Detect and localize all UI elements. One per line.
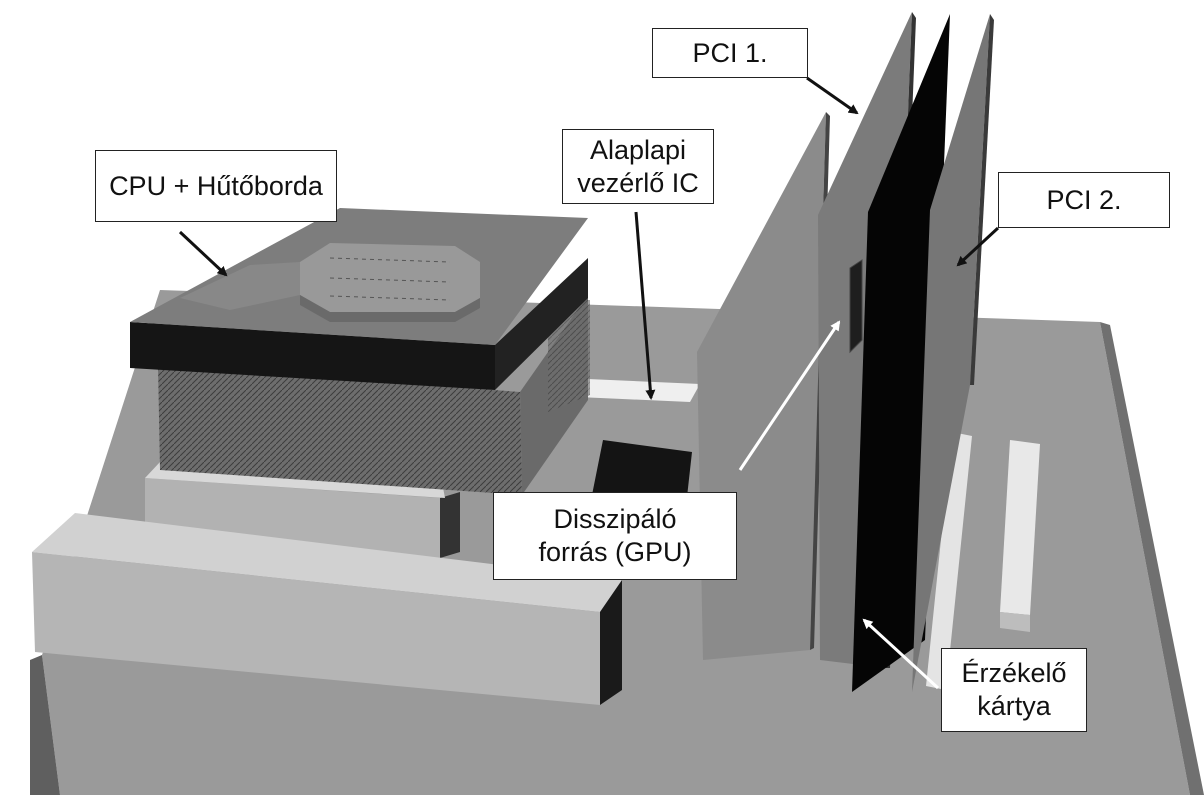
cpu-heatsink — [130, 208, 590, 495]
label-pci2-text: PCI 2. — [1046, 184, 1122, 215]
callout-arrows — [178, 76, 1000, 690]
label-pci1: PCI 1. — [652, 28, 808, 78]
pci-card-2 — [912, 14, 994, 692]
arrow-cpu — [178, 230, 228, 277]
label-cpu-heatsink: CPU + Hűtőborda — [95, 150, 337, 222]
label-controller-ic: Alaplapi vezérlő IC — [562, 129, 714, 204]
arrow-pci2 — [956, 226, 1000, 267]
label-pci2: PCI 2. — [998, 172, 1170, 228]
label-gpu-line2: forrás (GPU) — [538, 537, 692, 567]
label-gpu-line1: Disszipáló — [553, 504, 677, 534]
arrow-pci1 — [806, 76, 859, 115]
arrow-gpu — [738, 320, 841, 471]
label-ic-line1: Alaplapi — [589, 134, 687, 165]
label-ic-line2: vezérlő IC — [577, 167, 699, 198]
pci-slots-right — [926, 432, 1040, 690]
label-gpu-source: Disszipáló forrás (GPU) — [493, 492, 737, 580]
label-pci1-text: PCI 1. — [692, 37, 768, 68]
label-sensor-line2: kártya — [977, 691, 1051, 721]
power-connector-block — [32, 513, 622, 705]
arrow-sensor — [862, 618, 940, 690]
label-cpu-text: CPU + Hűtőborda — [109, 170, 323, 201]
label-sensor-line1: Érzékelő — [961, 658, 1067, 688]
arrow-ic — [634, 211, 656, 400]
label-sensor-card: Érzékelő kártya — [941, 648, 1087, 732]
